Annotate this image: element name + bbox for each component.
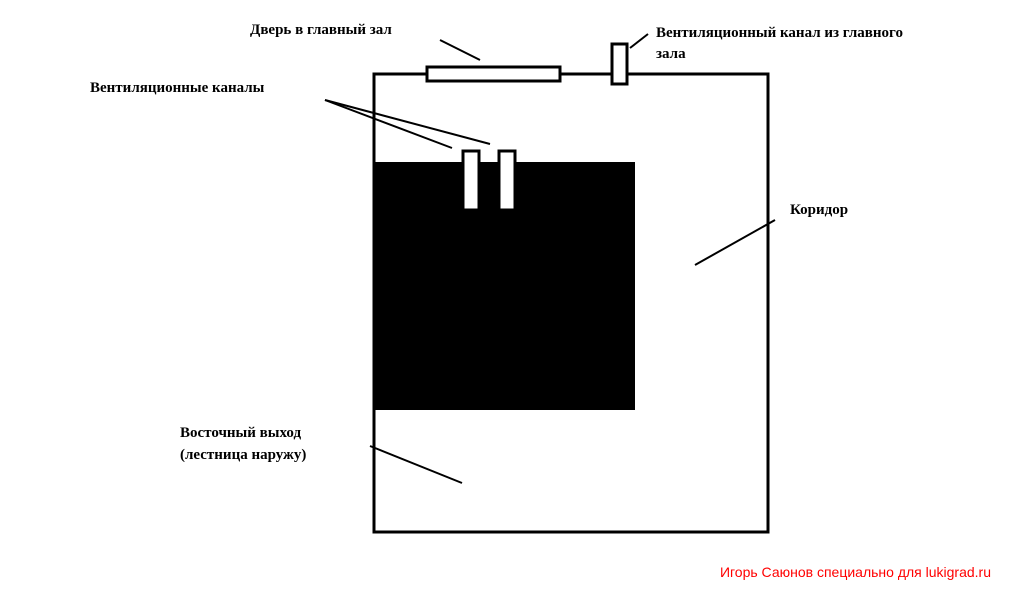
label-main-hall-vent-1: Вентиляционный канал из главного xyxy=(656,25,903,41)
vent-channel-1 xyxy=(461,149,481,212)
label-east-exit-1: Восточный выход xyxy=(180,425,301,441)
credit-text: Игорь Саюнов специально для lukigrad.ru xyxy=(720,564,991,580)
leader-vent-1 xyxy=(324,99,453,149)
leader-vent-2 xyxy=(324,99,491,145)
label-main-hall-vent-2: зала xyxy=(656,46,686,62)
label-east-exit-2: (лестница наружу) xyxy=(180,447,306,463)
label-vent-channels: Вентиляционные каналы xyxy=(90,80,265,96)
main-hall-vent xyxy=(610,42,629,86)
leader-main-vent xyxy=(629,33,649,49)
label-main-hall-door: Дверь в главный зал xyxy=(250,22,392,38)
leader-door xyxy=(439,39,481,61)
main-hall-door xyxy=(425,65,562,83)
label-corridor: Коридор xyxy=(790,202,848,218)
leader-corridor xyxy=(694,219,776,266)
leader-east-exit xyxy=(369,445,463,484)
vent-channel-2 xyxy=(497,149,517,212)
